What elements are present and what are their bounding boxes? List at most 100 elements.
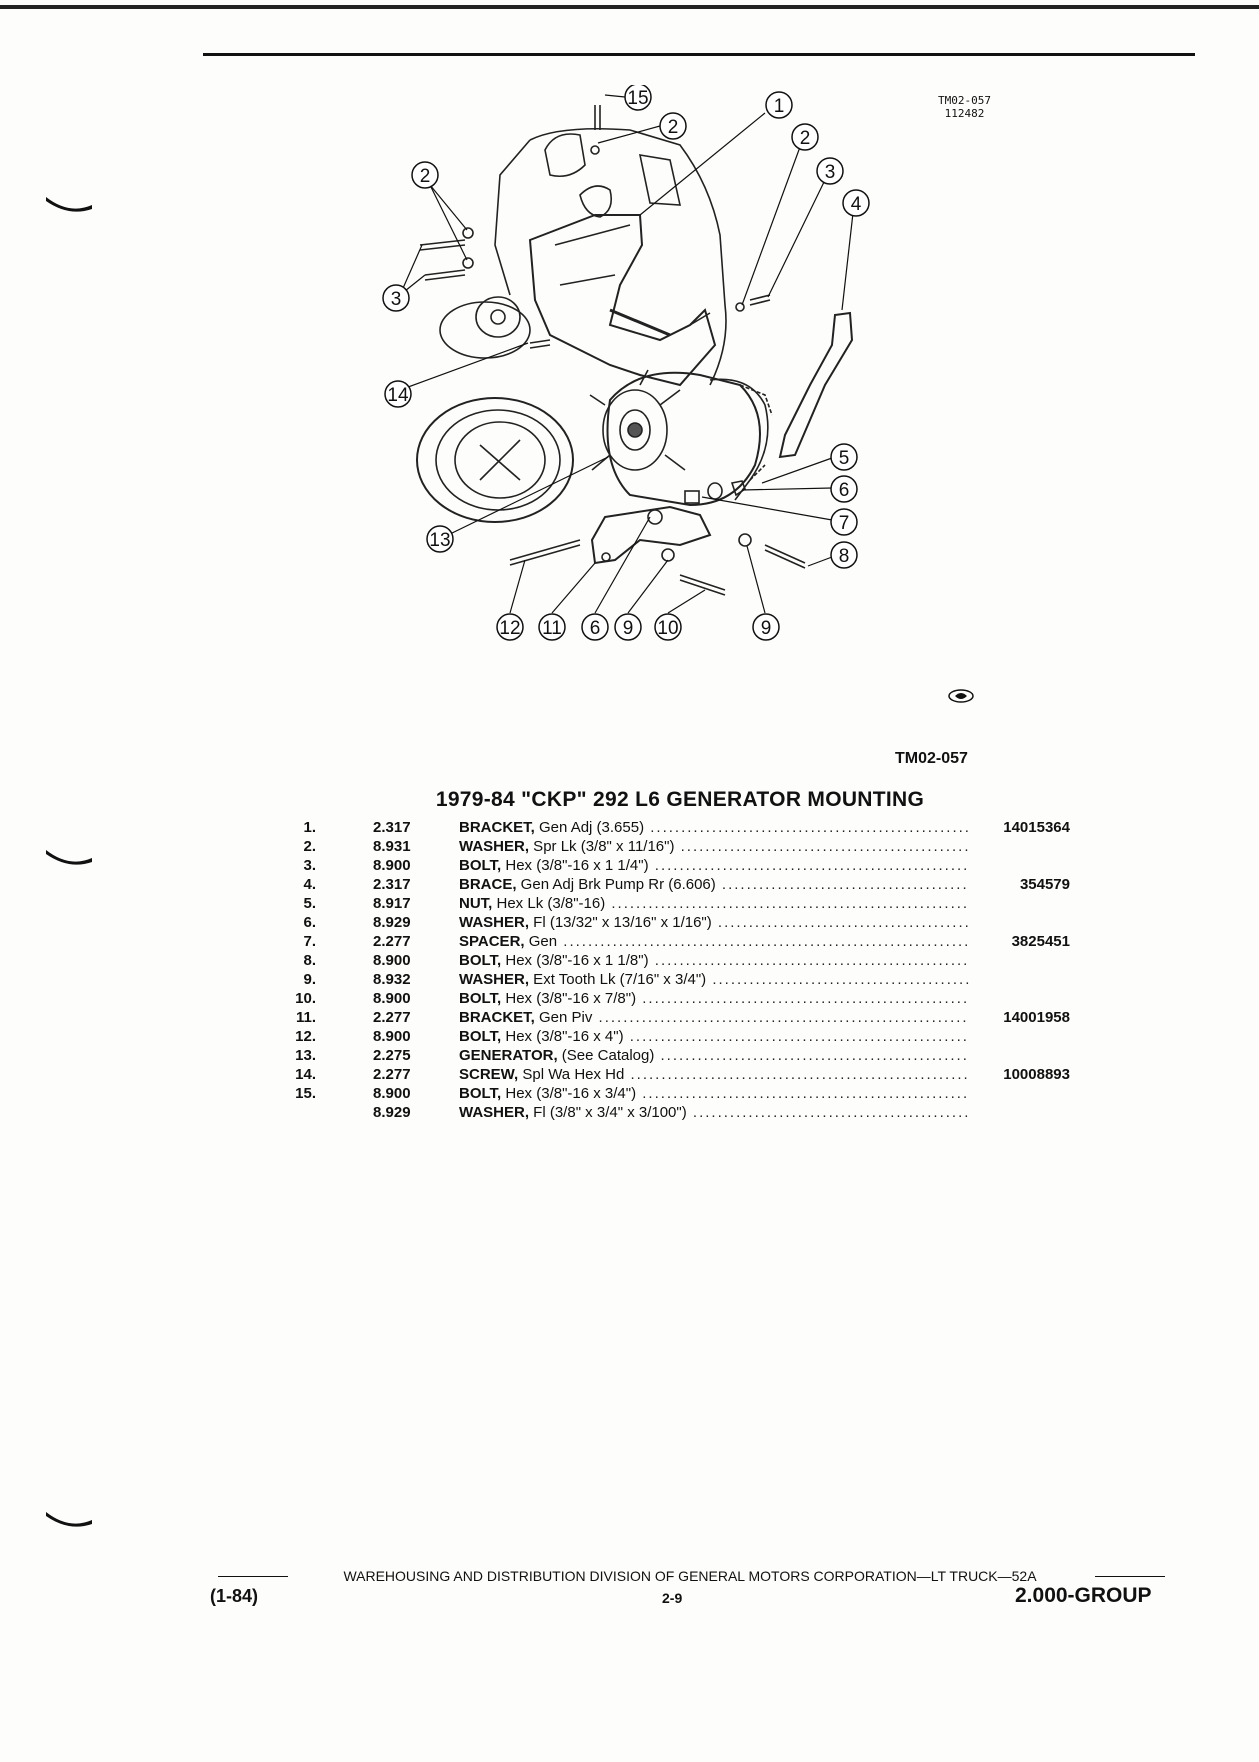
callout-4: 4 — [842, 189, 870, 217]
callout-5: 5 — [830, 443, 858, 471]
svg-text:9: 9 — [623, 618, 634, 639]
part-description: WASHER, Fl (3/8" x 3/4" x 3/100") ......… — [459, 1103, 969, 1122]
svg-text:12: 12 — [499, 618, 520, 639]
part-ref-number: 1. — [303, 819, 316, 836]
part-number: 354579 — [1019, 876, 1070, 893]
part-description: SPACER, Gen ............................… — [459, 932, 969, 951]
part-group-code: 8.900 — [373, 1028, 411, 1045]
part-name: BOLT, — [459, 990, 502, 1007]
part-description: WASHER, Spr Lk (3/8" x 11/16") .........… — [459, 837, 969, 856]
part-group-code: 8.900 — [373, 952, 411, 969]
part-description: BOLT, Hex (3/8"-16 x 1 1/8") ...........… — [459, 951, 969, 970]
part-name: BOLT, — [459, 1085, 502, 1102]
part-detail: Gen Adj Brk Pump Rr (6.606) — [516, 876, 716, 893]
callout-2: 2 — [411, 161, 439, 189]
callout-6: 6 — [581, 613, 609, 641]
part-name: WASHER, — [459, 914, 530, 931]
part-description: WASHER, Ext Tooth Lk (7/16" x 3/4") ....… — [459, 970, 969, 989]
part-name: BOLT, — [459, 857, 502, 874]
part-name: BOLT, — [459, 952, 502, 969]
leader-dots: ........................................… — [712, 971, 969, 988]
leader-dots: ........................................… — [692, 1104, 969, 1121]
svg-text:1: 1 — [774, 96, 785, 117]
part-ref-number: 13. — [295, 1047, 316, 1064]
callout-1: 1 — [765, 91, 793, 119]
part-ref-number: 14. — [295, 1066, 316, 1083]
part-number: 3825451 — [1011, 933, 1070, 950]
part-detail: Fl (13/32" x 13/16" x 1/16") — [529, 914, 712, 931]
callout-9: 9 — [752, 613, 780, 641]
footer-page-number: 2-9 — [662, 1590, 683, 1606]
part-detail: Hex Lk (3/8"-16) — [492, 895, 606, 912]
part-group-code: 2.277 — [373, 933, 411, 950]
part-detail: Spr Lk (3/8" x 11/16") — [529, 838, 675, 855]
part-row: 9. 8.932 WASHER, Ext Tooth Lk (7/16" x 3/4… — [0, 970, 1259, 989]
part-ref-number: 10. — [295, 990, 316, 1007]
part-number: 14001958 — [1003, 1009, 1070, 1026]
part-group-code: 2.317 — [373, 876, 411, 893]
svg-text:10: 10 — [657, 618, 678, 639]
leader-dots: ........................................… — [717, 914, 969, 931]
leader-dots: ........................................… — [598, 1009, 969, 1026]
leader-dots: ........................................… — [654, 952, 969, 969]
part-group-code: 2.277 — [373, 1009, 411, 1026]
part-description: BOLT, Hex (3/8"-16 x 7/8") .............… — [459, 989, 969, 1008]
part-ref-number: 3. — [303, 857, 316, 874]
part-description: NUT, Hex Lk (3/8"-16) ..................… — [459, 894, 969, 913]
part-group-code: 8.932 — [373, 971, 411, 988]
binder-hole-mark — [46, 1512, 92, 1527]
callout-14: 14 — [384, 380, 412, 408]
leader-dots: ........................................… — [660, 1047, 970, 1064]
part-group-code: 8.900 — [373, 1085, 411, 1102]
top-border-rule — [0, 5, 1259, 9]
part-name: WASHER, — [459, 971, 530, 988]
part-group-code: 8.931 — [373, 838, 411, 855]
part-row: 7. 2.277 SPACER, Gen .....................… — [0, 932, 1259, 951]
footer-date: (1-84) — [210, 1586, 259, 1606]
part-detail: Fl (3/8" x 3/4" x 3/100") — [529, 1104, 687, 1121]
part-number: 14015364 — [1003, 819, 1070, 836]
part-detail: Ext Tooth Lk (7/16" x 3/4") — [529, 971, 707, 988]
callout-9: 9 — [614, 613, 642, 641]
part-detail: Hex (3/8"-16 x 1 1/4") — [501, 857, 649, 874]
svg-text:7: 7 — [839, 513, 850, 534]
part-name: NUT, — [459, 895, 493, 912]
svg-text:2: 2 — [800, 128, 811, 149]
part-name: BRACKET, — [459, 819, 535, 836]
part-name: BRACE, — [459, 876, 517, 893]
svg-text:11: 11 — [542, 618, 562, 639]
svg-text:2: 2 — [668, 117, 679, 138]
leader-dots: ........................................… — [650, 819, 969, 836]
part-description: BRACE, Gen Adj Brk Pump Rr (6.606) .....… — [459, 875, 969, 894]
callout-11: 11 — [538, 613, 566, 641]
leader-dots: ........................................… — [611, 895, 969, 912]
callout-13: 13 — [426, 525, 454, 553]
part-ref-number: 9. — [303, 971, 316, 988]
part-detail: (See Catalog) — [557, 1047, 655, 1064]
svg-text:4: 4 — [851, 194, 862, 215]
figure-id-label: TM02-057 112482 — [938, 94, 991, 120]
part-ref-number: 7. — [303, 933, 316, 950]
part-detail: Hex (3/8"-16 x 1 1/8") — [501, 952, 649, 969]
leader-dots: ........................................… — [630, 1066, 970, 1083]
leader-dots: ........................................… — [721, 876, 969, 893]
callout-10: 10 — [654, 613, 682, 641]
figure-code: TM02-057 — [895, 750, 968, 767]
part-name: WASHER, — [459, 1104, 530, 1121]
svg-text:14: 14 — [387, 385, 409, 406]
part-description: BOLT, Hex (3/8"-16 x 1 1/4") ...........… — [459, 856, 969, 875]
footer-publisher: WAREHOUSING AND DISTRIBUTION DIVISION OF… — [343, 1568, 1037, 1584]
footer-rule-left — [218, 1576, 288, 1577]
leader-dots: ........................................… — [642, 1085, 969, 1102]
svg-text:8: 8 — [839, 546, 850, 567]
part-detail: Gen Piv — [534, 1009, 593, 1026]
svg-text:13: 13 — [429, 530, 450, 551]
leader-dots: ........................................… — [642, 990, 969, 1007]
part-detail: Spl Wa Hex Hd — [518, 1066, 625, 1083]
